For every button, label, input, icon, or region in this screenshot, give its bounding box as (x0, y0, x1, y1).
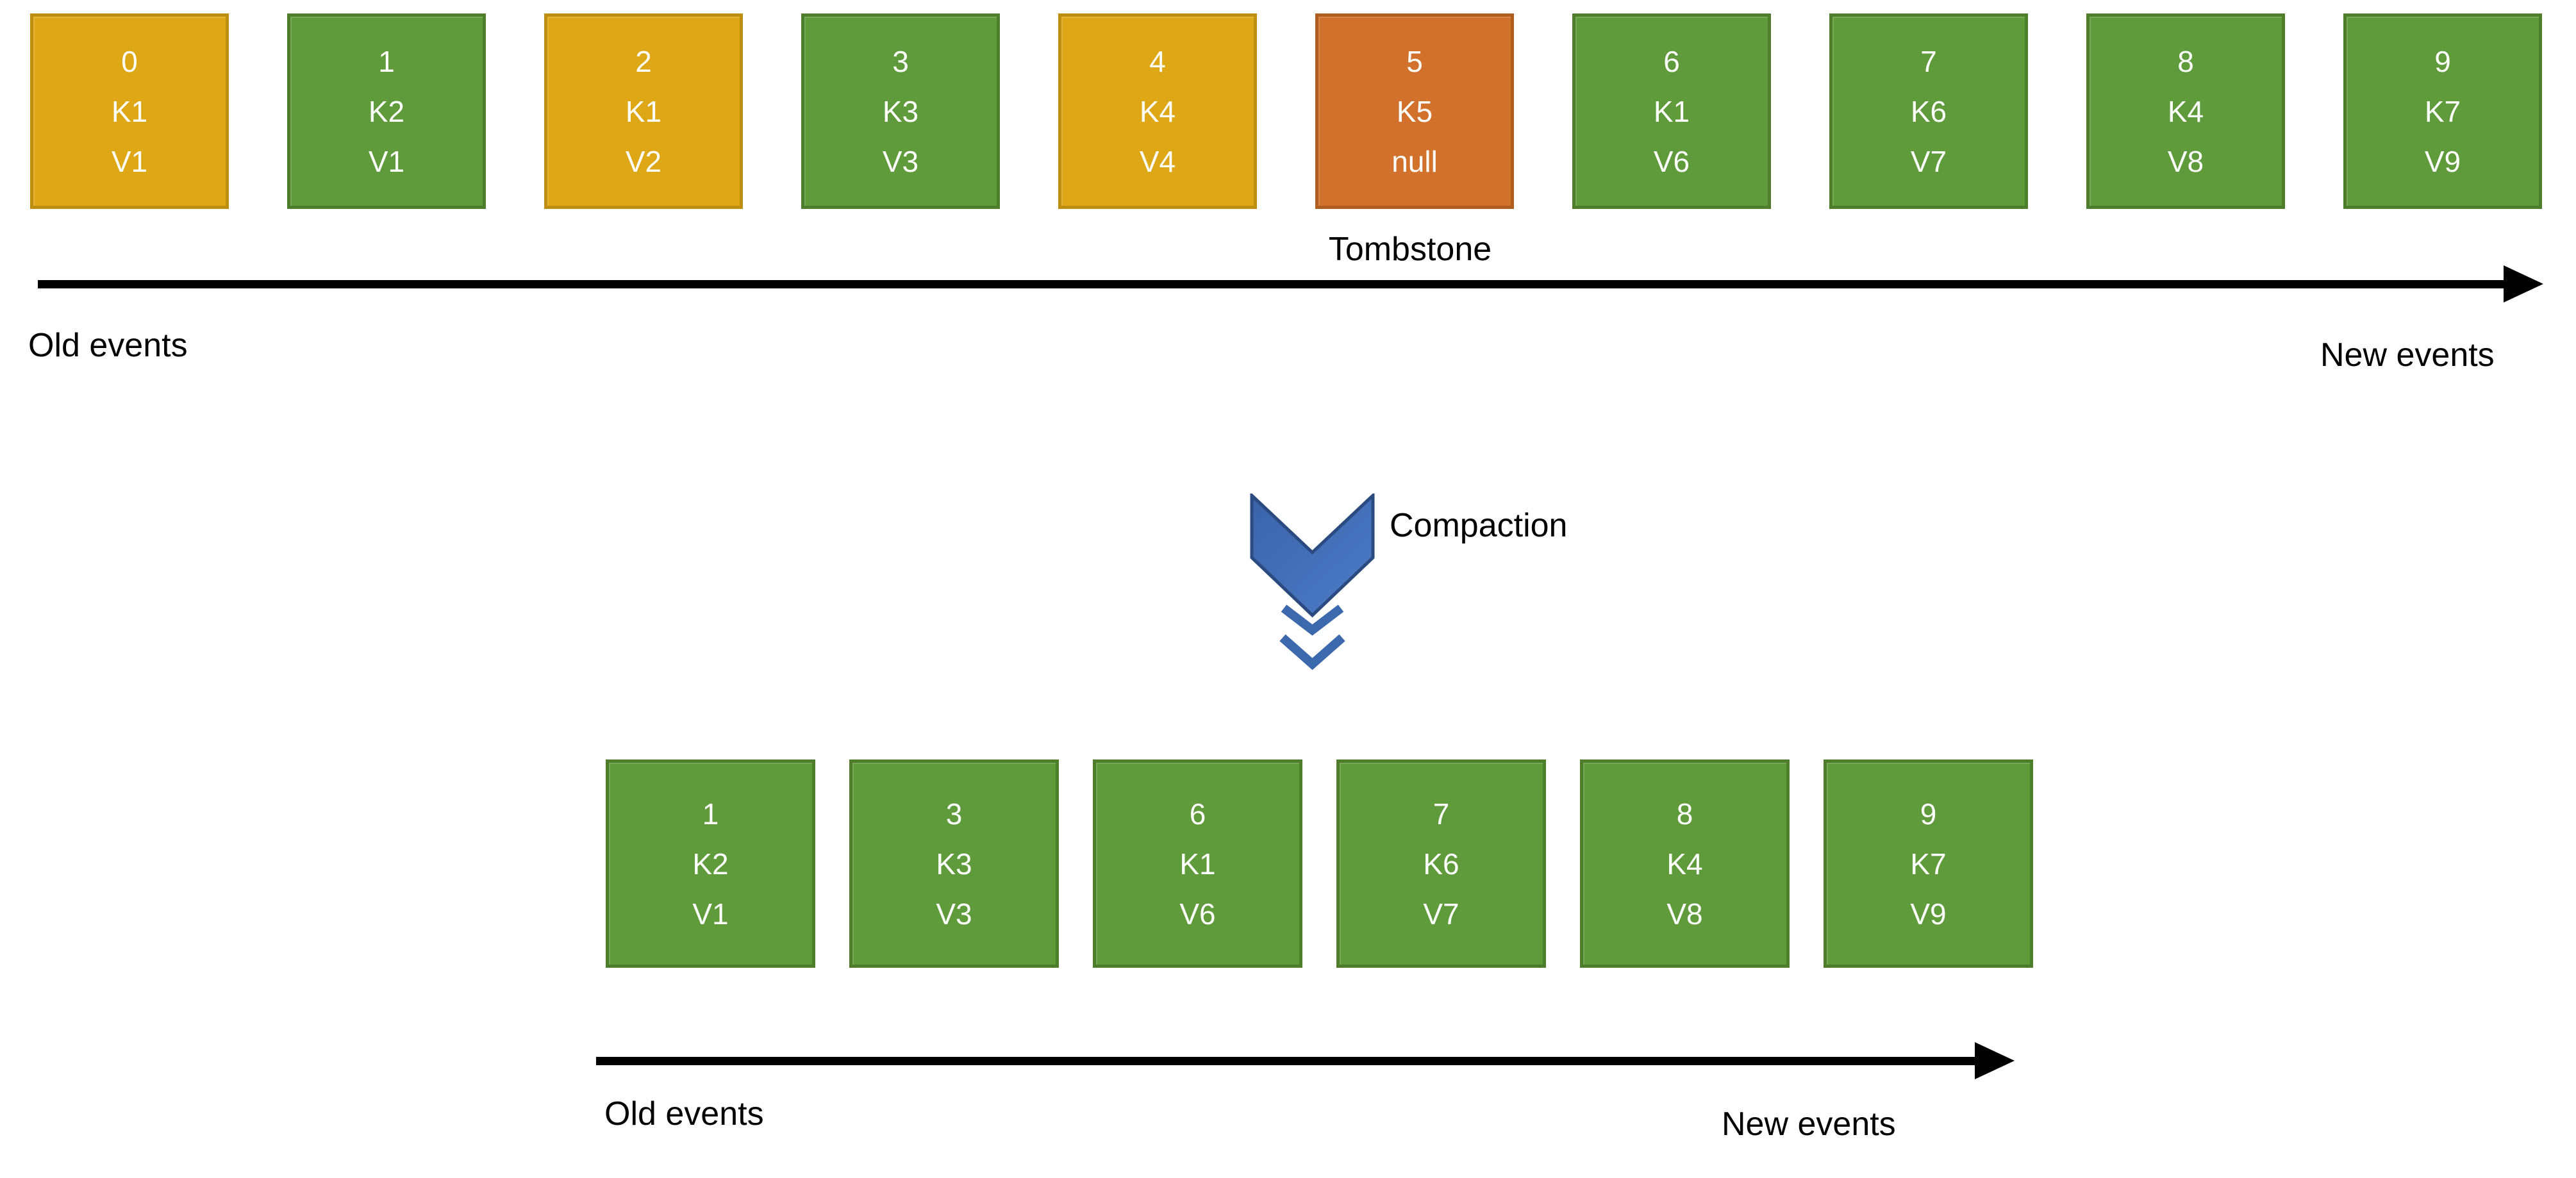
new-events-label-top: New events (2320, 336, 2495, 374)
old-events-label-top: Old events (28, 327, 188, 364)
offset-label: 6 (1189, 797, 1206, 831)
value-label: V1 (111, 144, 148, 178)
offset-label: 3 (945, 797, 963, 831)
timeline-arrow-top (38, 280, 2505, 288)
old-events-label-bottom: Old events (604, 1095, 764, 1132)
offset-label: 2 (635, 44, 652, 78)
offset-label: 9 (1920, 797, 1937, 831)
arrowhead-icon (1975, 1042, 2015, 1079)
value-label: V1 (692, 897, 729, 931)
offset-label: 8 (1676, 797, 1693, 831)
key-label: K2 (368, 94, 405, 128)
offset-label: 7 (1433, 797, 1450, 831)
compaction-label: Compaction (1390, 507, 1568, 544)
offset-label: 1 (702, 797, 719, 831)
value-label: V4 (1139, 144, 1176, 178)
key-label: K3 (936, 847, 972, 881)
key-label: K4 (1139, 94, 1176, 128)
value-label: V7 (1910, 144, 1947, 178)
offset-label: 8 (2177, 44, 2194, 78)
value-label: V8 (2167, 144, 2204, 178)
new-events-label-bottom: New events (1722, 1106, 1896, 1143)
value-label: null (1392, 144, 1438, 178)
key-label: K4 (1666, 847, 1703, 881)
key-label: K5 (1396, 94, 1433, 128)
offset-label: 6 (1663, 44, 1680, 78)
arrowhead-icon (2504, 265, 2543, 303)
key-label: K6 (1423, 847, 1459, 881)
value-label: V8 (1666, 897, 1703, 931)
value-label: V6 (1179, 897, 1216, 931)
value-label: V2 (625, 144, 662, 178)
offset-label: 7 (1920, 44, 1937, 78)
key-label: K1 (1653, 94, 1690, 128)
offset-label: 5 (1406, 44, 1423, 78)
key-label: K3 (882, 94, 919, 128)
timeline-arrow-bottom (596, 1057, 1976, 1065)
key-label: K1 (111, 94, 148, 128)
value-label: V1 (368, 144, 405, 178)
tombstone-label: Tombstone (1328, 231, 1492, 268)
key-label: K6 (1910, 94, 1947, 128)
value-label: V7 (1423, 897, 1459, 931)
key-label: K1 (625, 94, 662, 128)
value-label: V3 (882, 144, 919, 178)
offset-label: 3 (892, 44, 909, 78)
value-label: V9 (2424, 144, 2461, 178)
value-label: V3 (936, 897, 972, 931)
value-label: V6 (1653, 144, 1690, 178)
offset-label: 4 (1149, 44, 1166, 78)
offset-label: 1 (378, 44, 395, 78)
key-label: K1 (1179, 847, 1216, 881)
offset-label: 9 (2434, 44, 2451, 78)
key-label: K4 (2167, 94, 2204, 128)
key-label: K7 (2424, 94, 2461, 128)
key-label: K2 (692, 847, 729, 881)
key-label: K7 (1910, 847, 1947, 881)
offset-label: 0 (121, 44, 138, 78)
compaction-chevron-icon (1250, 492, 1375, 673)
value-label: V9 (1910, 897, 1947, 931)
